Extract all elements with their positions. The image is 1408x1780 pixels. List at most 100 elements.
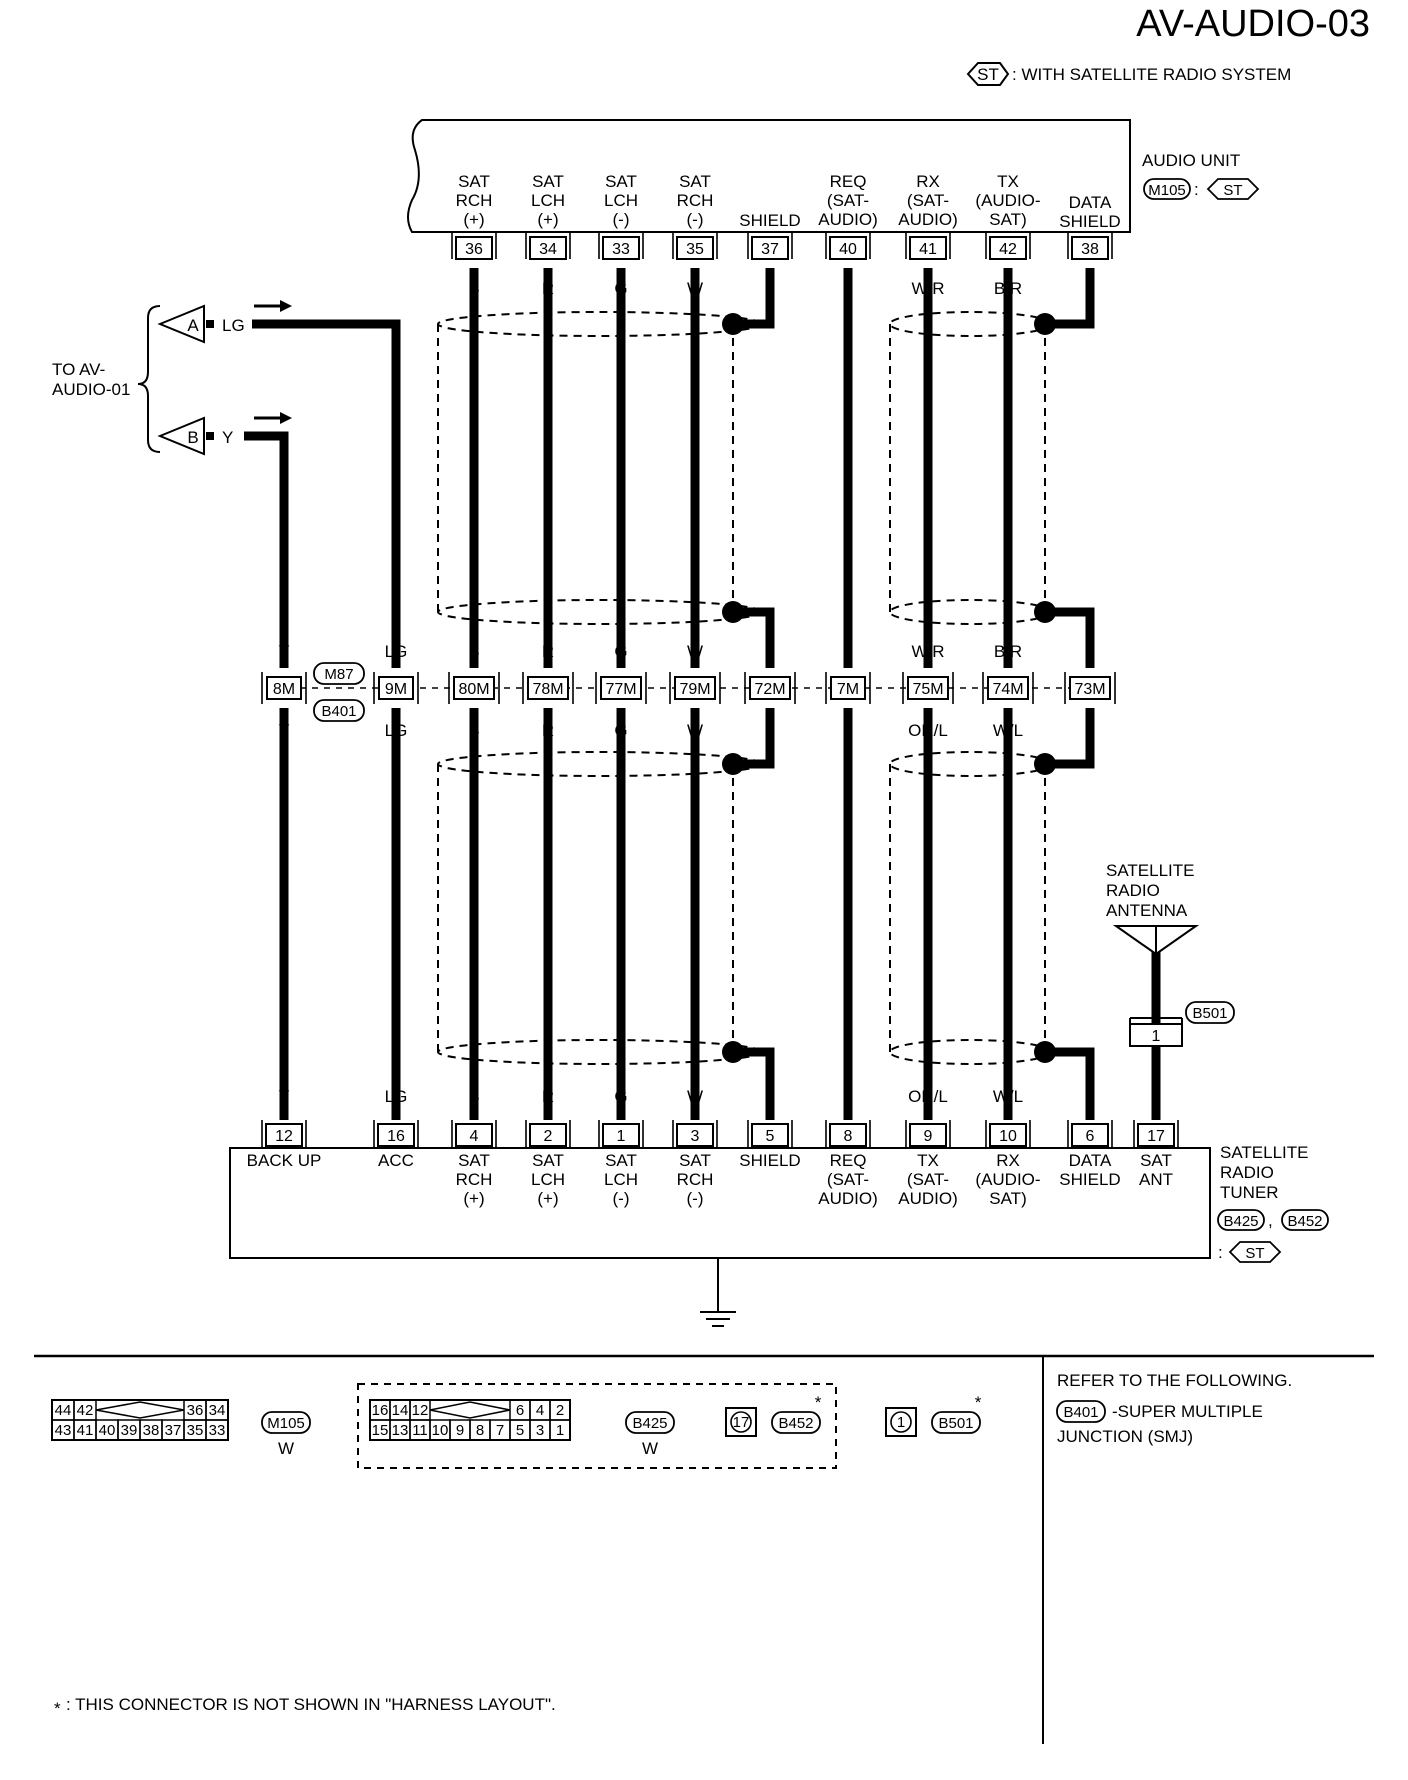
top-pin-box	[676, 236, 714, 260]
bottom-pin-box	[602, 1123, 640, 1147]
bottom-label-line: (SAT-	[907, 1170, 949, 1189]
top-label-line: LCH	[531, 191, 565, 210]
bottom-pin: 2	[544, 1128, 553, 1145]
bottom-label-line: (-)	[613, 1189, 630, 1208]
bottom-label-line: SAT	[605, 1151, 637, 1170]
top-label-line: (SAT-	[827, 191, 869, 210]
b425-pin: 5	[516, 1422, 524, 1439]
m105-connector: M105	[267, 1415, 305, 1432]
top-wire-color: W/R	[911, 279, 944, 298]
top-label-line: SAT	[532, 172, 564, 191]
m105-pin: 42	[77, 1402, 94, 1419]
jc-pin: 8M	[273, 681, 295, 698]
audio-unit-connector: M105	[1148, 182, 1186, 199]
bottom-wire-color: Y	[278, 1087, 289, 1106]
top-pin: 37	[761, 241, 779, 258]
bottom-label-line: LCH	[531, 1170, 565, 1189]
b452-connector: B452	[778, 1415, 813, 1432]
bottom-label-line: SAT)	[989, 1189, 1026, 1208]
bottom-label-line: SAT	[679, 1151, 711, 1170]
top-pin-box	[455, 236, 493, 260]
bottom-wire-color: R	[542, 1087, 554, 1106]
jc-upper-color: B	[468, 642, 479, 661]
antenna-label-1: SATELLITE	[1106, 861, 1195, 880]
top-label-line: SAT	[605, 172, 637, 191]
arrow-b-color: Y	[222, 428, 233, 447]
bottom-label-line: ACC	[378, 1151, 414, 1170]
tuner-comma: ,	[1268, 1211, 1273, 1230]
footnote-mark: *	[54, 1699, 61, 1718]
legend-badge: ST	[977, 65, 999, 84]
bottom-label-line: ANT	[1139, 1170, 1173, 1189]
top-label-line: (-)	[687, 210, 704, 229]
b452-pin: 17	[733, 1414, 750, 1431]
circuit-tx-rx: TX(AUDIO-SAT)42B/R74MB/RW/LW/L10RX(AUDIO…	[975, 172, 1040, 1208]
top-label-line: SAT)	[989, 210, 1026, 229]
bottom-label-line: RX	[996, 1151, 1020, 1170]
m105-pin: 44	[55, 1402, 72, 1419]
top-label-line: RX	[916, 172, 940, 191]
b501-pin: 1	[897, 1414, 905, 1431]
jc-pin-box	[453, 676, 495, 700]
top-wire-color: B/R	[994, 279, 1022, 298]
jc-upper-color: W	[687, 642, 703, 661]
top-pin: 38	[1081, 241, 1099, 258]
b425-pin: 12	[412, 1402, 429, 1419]
top-wire-color: B	[468, 279, 479, 298]
jc-pin: 72M	[754, 681, 785, 698]
m105-color: W	[278, 1439, 294, 1458]
junction-connector-1: M87	[324, 666, 353, 683]
m105-pin: 34	[209, 1402, 226, 1419]
top-pin: 40	[839, 241, 857, 258]
bottom-label-line: REQ	[830, 1151, 867, 1170]
bottom-label-line: SAT	[532, 1151, 564, 1170]
bottom-label-line: (+)	[463, 1189, 484, 1208]
jc-pin-box	[1069, 676, 1111, 700]
b501-mark: *	[975, 1393, 982, 1412]
jc-upper-color: W/R	[911, 642, 944, 661]
top-wire-color: R	[542, 279, 554, 298]
top-pin: 33	[612, 241, 630, 258]
top-label-line: REQ	[830, 172, 867, 191]
jc-pin: 74M	[992, 681, 1023, 698]
b425-pin: 6	[516, 1402, 524, 1419]
footnote-text: : THIS CONNECTOR IS NOT SHOWN IN "HARNES…	[66, 1695, 556, 1714]
bottom-label-line: (SAT-	[827, 1170, 869, 1189]
top-label-line: SHIELD	[1059, 212, 1120, 231]
bottom-pin-box	[989, 1123, 1027, 1147]
b425-pin: 15	[372, 1422, 389, 1439]
jc-upper-color: Y	[278, 642, 289, 661]
bottom-wire-color: G	[614, 1087, 627, 1106]
m105-pin: 39	[121, 1422, 138, 1439]
bottom-label-line: SAT	[1140, 1151, 1172, 1170]
b425-pin: 9	[456, 1422, 464, 1439]
bottom-pin: 1	[617, 1128, 626, 1145]
m105-pin: 33	[209, 1422, 226, 1439]
bottom-label-line: (-)	[687, 1189, 704, 1208]
b425-pin: 3	[536, 1422, 544, 1439]
to-reference: TO AV- AUDIO-01	[52, 305, 161, 453]
top-label-line: (AUDIO-	[975, 191, 1040, 210]
top-pin-box	[529, 236, 567, 260]
jc-lower-color: W/L	[993, 721, 1023, 740]
top-label-line: LCH	[604, 191, 638, 210]
bottom-wire-color: B	[468, 1087, 479, 1106]
legend-text: : WITH SATELLITE RADIO SYSTEM	[1012, 65, 1291, 84]
bottom-pin: 6	[1086, 1128, 1095, 1145]
jc-lower-color: OR/L	[908, 721, 948, 740]
top-pin-box	[989, 236, 1027, 260]
jc-pin-box	[600, 676, 642, 700]
wires	[244, 268, 1161, 1120]
tuner-badge: ST	[1245, 1245, 1264, 1262]
bottom-label-line: BACK UP	[247, 1151, 322, 1170]
top-label-line: SAT	[679, 172, 711, 191]
m105-pin: 43	[55, 1422, 72, 1439]
junction-connectors: M87 B401	[313, 662, 365, 722]
bottom-label-line: (+)	[537, 1189, 558, 1208]
arrow-a-letter: A	[187, 316, 199, 335]
